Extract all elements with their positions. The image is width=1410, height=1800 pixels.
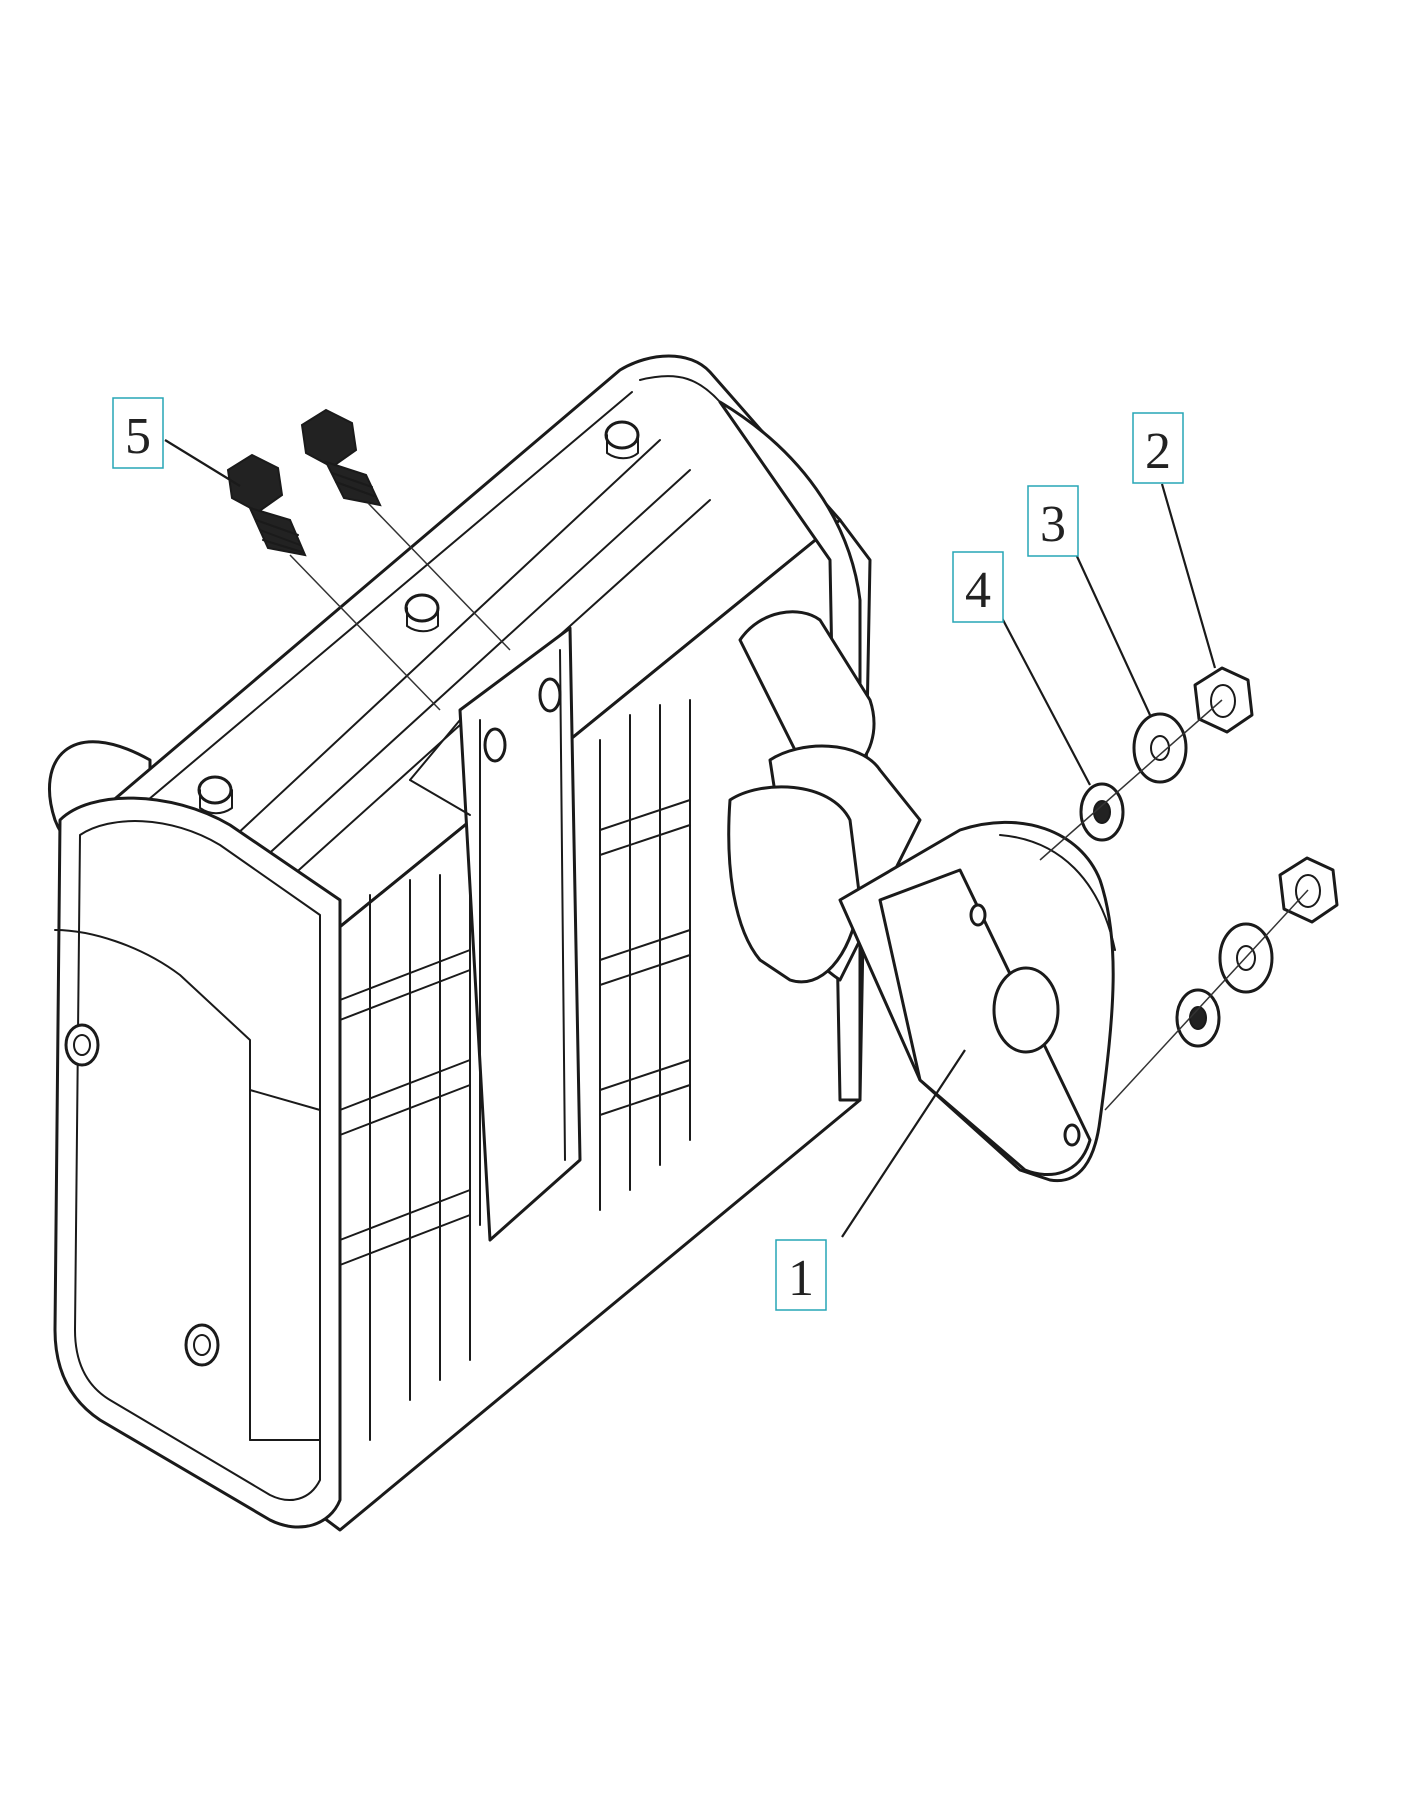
rim-cap-nut <box>604 420 640 460</box>
bolt <box>300 408 382 507</box>
callout-box <box>775 1239 827 1311</box>
assembly-axis <box>289 502 1309 1111</box>
lever-hole <box>1063 1123 1081 1147</box>
leader-lines <box>164 439 1217 1238</box>
callout-label: 1 <box>788 1250 814 1307</box>
callout-box <box>1132 412 1184 484</box>
rim-cap-nut <box>404 593 440 633</box>
callout-5: 5 <box>112 397 164 469</box>
rim-cap-nut <box>197 775 233 815</box>
callout-label: 3 <box>1040 496 1066 553</box>
hex-nut <box>1193 666 1254 734</box>
callout-box <box>112 397 164 469</box>
callout-label: 4 <box>965 562 991 619</box>
spring-washer <box>1175 988 1221 1048</box>
housing-ribs <box>339 699 691 1461</box>
callout-2: 2 <box>1132 412 1184 484</box>
cover-bolt <box>64 1023 100 1067</box>
bracket-hole <box>538 677 562 713</box>
hex-nut <box>1278 856 1339 924</box>
lever-bore <box>992 966 1060 1054</box>
callout-1: 1 <box>775 1239 827 1311</box>
callout-4: 4 <box>952 551 1004 623</box>
bolt <box>226 453 307 557</box>
mounting-bracket <box>409 626 582 1242</box>
callout-box <box>1027 485 1079 557</box>
callout-box <box>952 551 1004 623</box>
bracket-hole <box>483 727 507 763</box>
actuator-lever <box>727 610 1116 1183</box>
callout-label: 5 <box>125 408 151 465</box>
actuator-housing <box>48 354 872 1532</box>
flat-washer <box>1132 712 1188 784</box>
callout-3: 3 <box>1027 485 1079 557</box>
end-cover <box>53 796 342 1529</box>
cover-bolt <box>184 1323 220 1367</box>
lever-hole <box>969 903 987 927</box>
callout-label: 2 <box>1145 423 1171 480</box>
